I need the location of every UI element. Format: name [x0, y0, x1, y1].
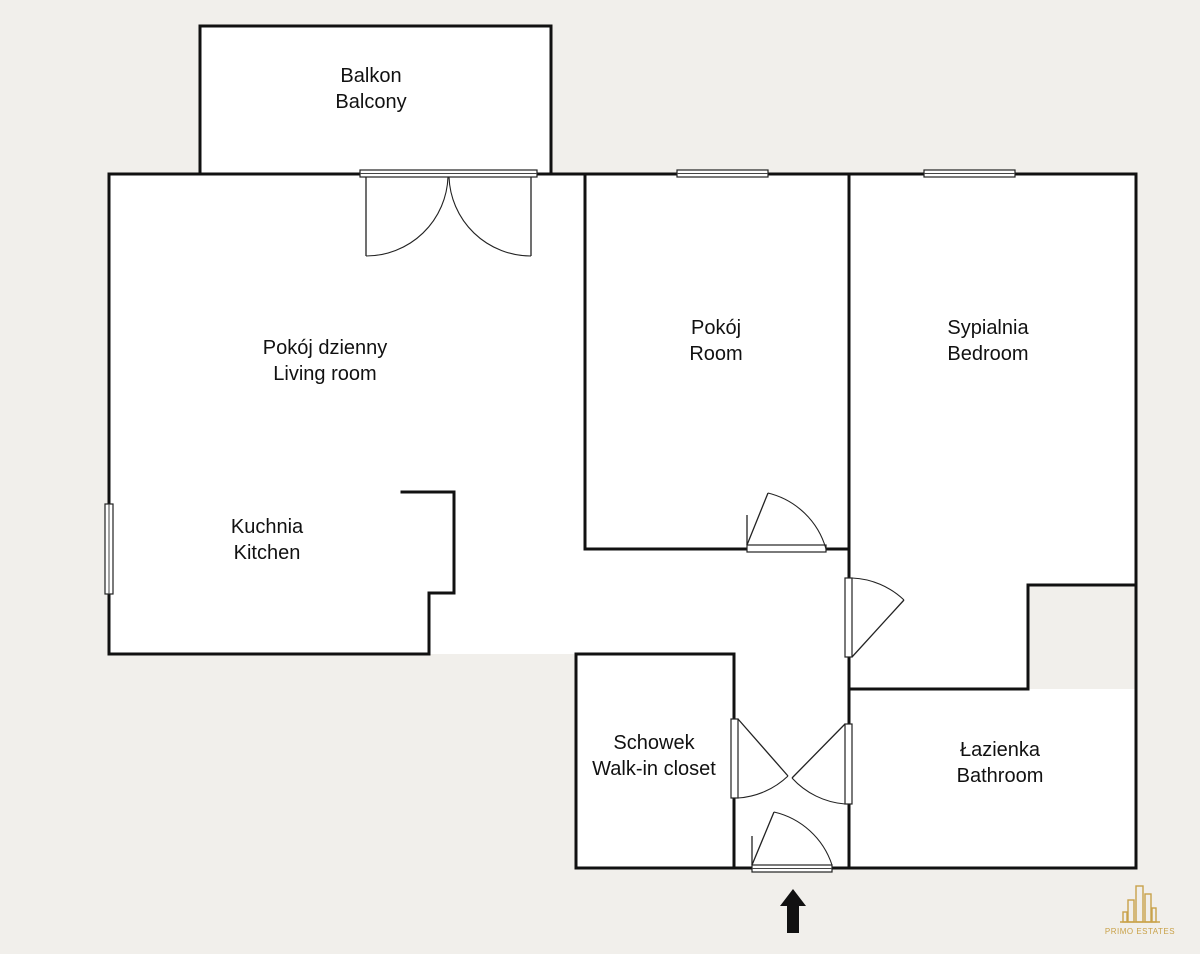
balcony-label-en: Balcony: [335, 91, 406, 113]
bedroom-label-en: Bedroom: [947, 343, 1028, 365]
outer-wall-bottom-left: [574, 652, 754, 870]
window-balcony-door: [359, 169, 538, 178]
window-kitchen: [104, 503, 114, 595]
windows: [104, 169, 1016, 873]
door-room[interactable]: [746, 492, 827, 553]
outer-wall-left: [107, 172, 431, 656]
closet-label-pl: Schowek: [613, 732, 695, 754]
room-fills: [109, 26, 1136, 868]
room-wall: [583, 172, 747, 551]
outer-wall-top: [583, 172, 1138, 870]
balcony-label-pl: Balkon: [340, 65, 401, 87]
bathroom-label-en: Bathroom: [957, 765, 1044, 787]
door-balcony[interactable]: [365, 176, 532, 257]
window-room: [676, 169, 769, 178]
room-label-en: Room: [689, 343, 742, 365]
kitchen-partition: [400, 490, 456, 656]
window-bedroom: [923, 169, 1016, 178]
logo-text: PRIMO ESTATES: [1105, 927, 1175, 936]
arrow-up-icon: [780, 889, 806, 933]
bathroom-label-pl: Łazienka: [960, 739, 1041, 761]
kitchen-label-en: Kitchen: [234, 542, 301, 564]
closet-top-wall: [574, 652, 736, 720]
door-bathroom[interactable]: [791, 723, 853, 805]
building-logo-icon: [1120, 885, 1160, 923]
living-room-label-pl: Pokój dzienny: [263, 337, 388, 359]
door-entrance[interactable]: [751, 811, 833, 866]
door-closet[interactable]: [730, 718, 789, 799]
living-room-label-en: Living room: [273, 363, 376, 385]
room-label-pl: Pokój: [691, 317, 741, 339]
bedroom-bath-wall: [847, 583, 1138, 691]
walls: [107, 24, 1138, 870]
closet-label-en: Walk-in closet: [592, 758, 716, 780]
doors: [365, 176, 905, 866]
window-entrance-threshold: [751, 864, 833, 873]
room-labels: Balkon Balcony Pokój dzienny Living room…: [231, 65, 1044, 787]
kitchen-label-pl: Kuchnia: [231, 516, 304, 538]
bedroom-label-pl: Sypialnia: [947, 317, 1029, 339]
door-bedroom[interactable]: [844, 577, 905, 658]
